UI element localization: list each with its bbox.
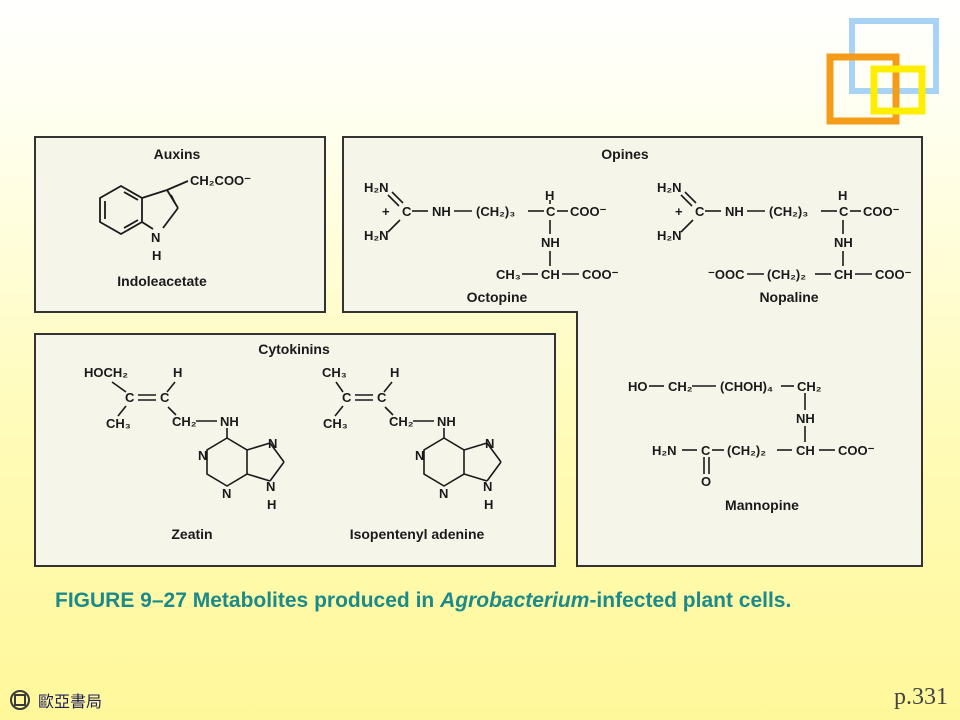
zeatin-c1: C: [125, 390, 135, 405]
auxin-h: H: [152, 248, 161, 263]
octopine-ch3: CH₃: [496, 267, 521, 282]
octopine-h: H: [545, 188, 554, 203]
mannopine-c: C: [701, 443, 711, 458]
mannopine-o: O: [701, 474, 711, 489]
nopaline-h2n-top: H₂N: [657, 180, 682, 195]
isopentenyl-label: Isopentenyl adenine: [350, 526, 485, 542]
zeatin-c2: C: [160, 390, 170, 405]
mannopine-chohh4: (CHOH)₄: [720, 379, 773, 394]
mannopine-nh: NH: [796, 411, 815, 426]
mannopine-ch: CH: [796, 443, 815, 458]
octopine-ch: CH: [541, 267, 560, 282]
octopine-plus: +: [382, 204, 390, 219]
ip-nh: NH: [437, 414, 456, 429]
publisher-footer: 歐亞書局: [10, 688, 102, 712]
zeatin-h: H: [173, 365, 182, 380]
metabolites-figure: Auxins CH₂COO⁻ N H Indoleacetate Opines …: [34, 136, 923, 567]
nopaline-ch: CH: [834, 267, 853, 282]
octopine-label: Octopine: [467, 289, 528, 305]
nopaline-ch2-2: (CH₂)₂: [767, 267, 806, 282]
zeatin-n3: N: [222, 486, 231, 501]
octopine-nh: NH: [432, 204, 451, 219]
auxin-n: N: [151, 230, 160, 245]
decorative-squares: [826, 18, 939, 125]
octopine-coo-lower: COO⁻: [582, 267, 619, 282]
nopaline-label: Nopaline: [759, 289, 818, 305]
mannopine-label: Mannopine: [725, 497, 799, 513]
figure-caption: FIGURE 9–27 Metabolites produced in Agro…: [55, 586, 915, 615]
ip-n1: N: [415, 448, 424, 463]
ip-n9: N: [483, 479, 492, 494]
octopine-c: C: [402, 204, 412, 219]
octopine-c2: C: [546, 204, 556, 219]
orange-square: [826, 53, 900, 125]
yellow-square: [870, 65, 926, 115]
octopine-ch2-3: (CH₂)₃: [476, 204, 515, 219]
octopine-nh2: NH: [541, 235, 560, 250]
opines-panel: [342, 136, 923, 567]
auxins-panel: [34, 136, 326, 313]
isopentenyl-bonds: [334, 381, 502, 487]
nopaline-coo: COO⁻: [863, 204, 900, 219]
zeatin-nh: NH: [220, 414, 239, 429]
publisher-logo-icon: [10, 690, 30, 710]
zeatin-ch2: CH₂: [172, 414, 197, 429]
nopaline-ch2-3: (CH₂)₃: [769, 204, 808, 219]
mannopine-ch2-a: CH₂: [668, 379, 693, 394]
publisher-name: 歐亞書局: [38, 692, 103, 711]
mannopine-ch2-2: (CH₂)₂: [727, 443, 766, 458]
page-number: p.331: [894, 684, 948, 710]
nopaline-plus: +: [675, 204, 683, 219]
zeatin-n7: N: [268, 436, 277, 451]
indoleacetate-label: Indoleacetate: [117, 273, 207, 289]
mannopine-h2n: H₂N: [652, 443, 677, 458]
caption-prefix: FIGURE 9–27 Metabolites produced in: [55, 589, 441, 612]
cytokinins-title: Cytokinins: [258, 341, 330, 357]
zeatin-n1: N: [198, 448, 207, 463]
nopaline-h: H: [838, 188, 847, 203]
ip-h9: H: [484, 497, 493, 512]
opines-title: Opines: [601, 146, 649, 162]
octopine-h2n-bottom: H₂N: [364, 228, 389, 243]
nopaline-nh: NH: [725, 204, 744, 219]
nopaline-coo-lower: COO⁻: [875, 267, 912, 282]
zeatin-bonds: [111, 381, 285, 487]
mannopine-ho: HO: [628, 379, 648, 394]
nopaline-h2n-bottom: H₂N: [657, 228, 682, 243]
caption-suffix: -infected plant cells.: [589, 589, 792, 612]
indoleacetate-structure: [99, 180, 189, 236]
ip-h: H: [390, 365, 399, 380]
zeatin-ch3: CH₃: [106, 416, 131, 431]
nopaline-c2: C: [839, 204, 849, 219]
octopine-coo: COO⁻: [570, 204, 607, 219]
auxin-sidechain: CH₂COO⁻: [190, 173, 251, 188]
ip-ch3-top: CH₃: [322, 365, 347, 380]
caption-italic: Agrobacterium: [440, 589, 590, 612]
auxins-title: Auxins: [154, 146, 201, 162]
mannopine-coo: COO⁻: [838, 443, 875, 458]
nopaline-nh2: NH: [834, 235, 853, 250]
ip-c1: C: [342, 390, 352, 405]
octopine-bonds: [387, 191, 579, 275]
zeatin-n9: N: [266, 479, 275, 494]
ip-ch3: CH₃: [323, 416, 348, 431]
ip-n3: N: [439, 486, 448, 501]
zeatin-hoch2: HOCH₂: [84, 365, 128, 380]
mannopine-ch2-b: CH₂: [797, 379, 822, 394]
ip-c2: C: [377, 390, 387, 405]
nopaline-bonds: [680, 191, 872, 275]
ip-n7: N: [485, 436, 494, 451]
zeatin-label: Zeatin: [171, 526, 212, 542]
ip-ch2: CH₂: [389, 414, 414, 429]
octopine-h2n-top: H₂N: [364, 180, 389, 195]
nopaline-ooc: ⁻OOC: [708, 267, 745, 282]
mannopine-bonds: [649, 385, 835, 474]
nopaline-c: C: [695, 204, 705, 219]
cytokinins-panel: [34, 333, 556, 567]
zeatin-h9: H: [267, 497, 276, 512]
